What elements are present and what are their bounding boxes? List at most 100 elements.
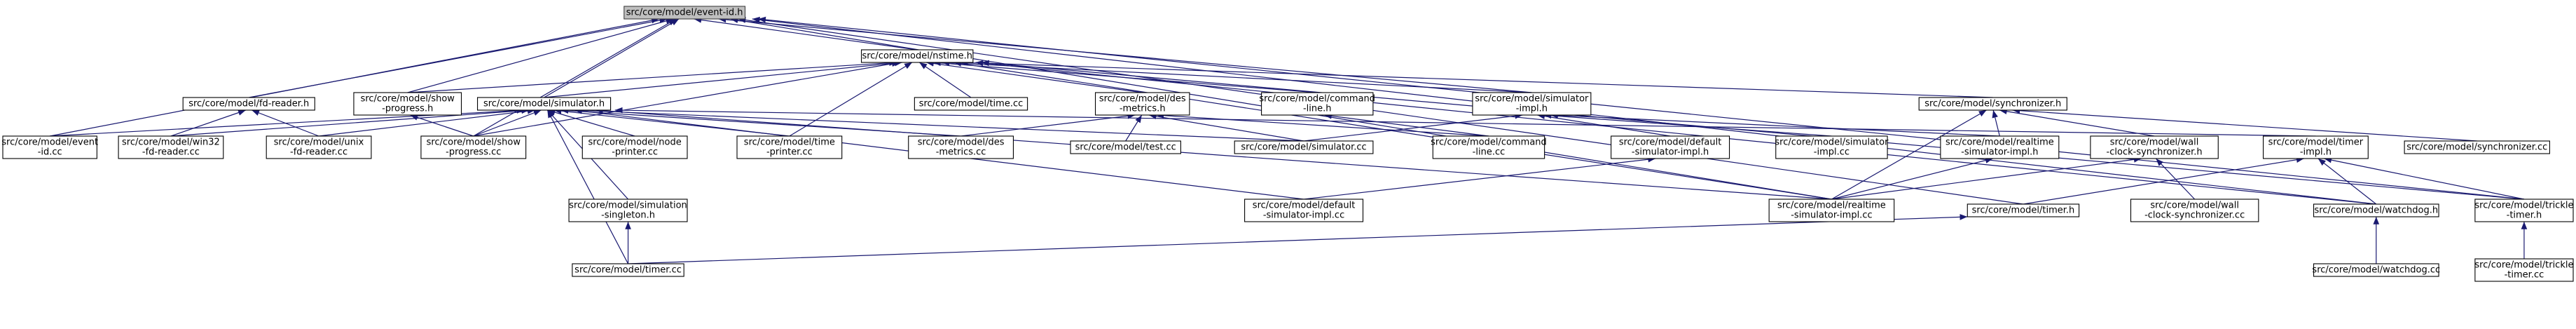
node-simulation-singleton-h[interactable]: src/core/model/simulation-singleton.h bbox=[568, 199, 688, 222]
node-timer-impl-h[interactable]: src/core/model/timer-impl.h bbox=[2263, 135, 2369, 159]
node-box bbox=[266, 135, 372, 159]
node-label: -line.h bbox=[1303, 104, 1332, 114]
node-show-progress-cc[interactable]: src/core/model/show-progress.cc bbox=[420, 135, 527, 159]
node-watchdog-cc[interactable]: src/core/model/watchdog.cc bbox=[2312, 263, 2440, 277]
node-label: src/core/model/simulator.h bbox=[483, 99, 605, 109]
edge-simulator-cc-to-simulator-impl-h bbox=[1303, 112, 1523, 142]
file-nodes: src/core/model/event-id.h src/core/model/… bbox=[1, 6, 2574, 282]
node-command-line-h[interactable]: src/core/model/command-line.h bbox=[1259, 92, 1375, 116]
node-test-cc[interactable]: src/core/model/test.cc bbox=[1070, 140, 1181, 154]
edge-trickle-timer-h-to-nstime-h bbox=[981, 60, 2524, 200]
edge-wall-clock-synchronizer-h-to-synchronizer-h bbox=[1999, 108, 2155, 137]
node-box bbox=[420, 135, 527, 159]
node-box bbox=[2, 135, 97, 159]
node-label: -printer.cc bbox=[612, 147, 658, 158]
node-timer-cc[interactable]: src/core/model/timer.cc bbox=[572, 263, 684, 277]
node-des-metrics-h[interactable]: src/core/model/des-metrics.h bbox=[1094, 92, 1190, 116]
edge-timer-h-to-event-id-h bbox=[738, 17, 2024, 205]
edge-default-simulator-impl-h-to-simulator-impl-h bbox=[1537, 113, 1671, 137]
node-synchronizer-h[interactable]: src/core/model/synchronizer.h bbox=[1918, 97, 2067, 111]
dependency-edges bbox=[50, 16, 2528, 264]
node-box bbox=[1967, 203, 2080, 217]
node-label: src/core/model/show bbox=[427, 137, 521, 148]
node-command-line-cc[interactable]: src/core/model/command-line.cc bbox=[1431, 135, 1547, 159]
node-fd-reader-h[interactable]: src/core/model/fd-reader.h bbox=[182, 97, 315, 111]
node-box bbox=[2404, 140, 2550, 154]
node-box bbox=[2313, 263, 2439, 277]
node-trickle-timer-h[interactable]: src/core/model/trickle-timer.h bbox=[2474, 199, 2574, 222]
edge-simulator-h-to-event-id-h bbox=[544, 18, 680, 98]
node-unix-fd-reader-cc[interactable]: src/core/model/unix-fd-reader.cc bbox=[266, 135, 372, 159]
node-realtime-simulator-impl-cc[interactable]: src/core/model/realtime-simulator-impl.c… bbox=[1768, 199, 1895, 222]
node-simulator-h[interactable]: src/core/model/simulator.h bbox=[477, 97, 612, 111]
node-wall-clock-synchronizer-h[interactable]: src/core/model/wall-clock-synchronizer.h bbox=[2090, 135, 2219, 159]
node-show-progress-h[interactable]: src/core/model/show-progress.h bbox=[353, 92, 462, 116]
node-label: -printer.cc bbox=[766, 147, 813, 158]
node-box bbox=[1768, 199, 1895, 222]
node-label: src/core/model/realtime bbox=[1945, 137, 2054, 148]
node-node-printer-cc[interactable]: src/core/model/node-printer.cc bbox=[581, 135, 688, 159]
node-nstime-h[interactable]: src/core/model/nstime.h bbox=[861, 49, 974, 63]
edge-show-progress-cc-to-event-id-h bbox=[473, 18, 677, 137]
edge-realtime-simulator-impl-h-to-simulator-impl-h bbox=[1550, 112, 2000, 137]
node-label: src/core/model/wall bbox=[2110, 137, 2199, 148]
node-box bbox=[1918, 97, 2067, 111]
edge-trickle-timer-h-to-event-id-h bbox=[758, 16, 2525, 200]
edge-event-id-cc-to-event-id-h bbox=[50, 17, 660, 137]
edge-timer-cc-to-simulator-h bbox=[546, 109, 629, 264]
node-event-id-cc[interactable]: src/core/model/event-id.cc bbox=[1, 135, 98, 159]
node-label: src/core/model/time.cc bbox=[919, 99, 1024, 109]
node-box bbox=[1094, 92, 1190, 116]
node-simulator-impl-cc[interactable]: src/core/model/simulator-impl.cc bbox=[1775, 135, 1889, 159]
edge-show-progress-cc-to-nstime-h bbox=[473, 60, 900, 137]
node-trickle-timer-cc[interactable]: src/core/model/trickle-timer.cc bbox=[2474, 258, 2574, 282]
node-box bbox=[2090, 135, 2219, 159]
node-time-printer-cc[interactable]: src/core/model/time-printer.cc bbox=[736, 135, 843, 159]
node-time-cc[interactable]: src/core/model/time.cc bbox=[914, 97, 1028, 111]
node-label: -fd-reader.cc bbox=[290, 147, 347, 158]
node-label: src/core/model/wall bbox=[2150, 201, 2239, 211]
node-box bbox=[1261, 92, 1374, 116]
node-box bbox=[1070, 140, 1181, 154]
node-label: -timer.h bbox=[2507, 210, 2542, 221]
node-label: -clock-synchronizer.cc bbox=[2144, 210, 2245, 221]
node-wall-clock-synchronizer-cc[interactable]: src/core/model/wall-clock-synchronizer.c… bbox=[2130, 199, 2259, 222]
edge-node-printer-cc-to-simulator-h bbox=[547, 109, 635, 137]
node-default-simulator-impl-cc[interactable]: src/core/model/default-simulator-impl.cc bbox=[1244, 199, 1364, 222]
node-timer-h[interactable]: src/core/model/timer.h bbox=[1967, 203, 2080, 217]
node-win32-fd-reader-cc[interactable]: src/core/model/win32-fd-reader.cc bbox=[118, 135, 224, 159]
edge-nstime-h-to-event-id-h bbox=[694, 17, 918, 51]
node-label: -simulator-impl.h bbox=[1961, 147, 2038, 158]
node-realtime-simulator-impl-h[interactable]: src/core/model/realtime-simulator-impl.h bbox=[1940, 135, 2060, 159]
node-label: -impl.h bbox=[1516, 104, 1548, 114]
node-box bbox=[1472, 92, 1592, 116]
edge-timer-h-to-timer-impl-h bbox=[2023, 156, 2304, 205]
node-simulator-impl-h[interactable]: src/core/model/simulator-impl.h bbox=[1472, 92, 1592, 116]
node-box bbox=[914, 97, 1028, 111]
edge-wall-clock-synchronizer-cc-to-wall-clock-synchronizer-h bbox=[2155, 158, 2196, 200]
node-label: src/core/model/watchdog.cc bbox=[2312, 265, 2440, 276]
node-default-simulator-impl-h[interactable]: src/core/model/default-simulator-impl.h bbox=[1611, 135, 1730, 159]
node-box bbox=[581, 135, 688, 159]
node-des-metrics-cc[interactable]: src/core/model/des-metrics.cc bbox=[908, 135, 1014, 159]
node-watchdog-h[interactable]: src/core/model/watchdog.h bbox=[2313, 203, 2439, 217]
node-label: -line.cc bbox=[1473, 147, 1506, 158]
node-box bbox=[908, 135, 1014, 159]
edge-synchronizer-h-to-nstime-h bbox=[960, 60, 1993, 98]
edge-test-cc-to-des-metrics-h bbox=[1125, 114, 1143, 142]
node-label: src/core/model/unix bbox=[274, 137, 364, 148]
node-label: -simulator-impl.cc bbox=[1791, 210, 1872, 221]
node-event-id-h[interactable]: src/core/model/event-id.h bbox=[624, 6, 746, 20]
edge-show-progress-cc-to-show-progress-h bbox=[410, 114, 474, 137]
node-synchronizer-cc[interactable]: src/core/model/synchronizer.cc bbox=[2404, 140, 2550, 154]
node-label: src/core/model/nstime.h bbox=[862, 51, 972, 62]
edge-show-progress-h-to-event-id-h bbox=[407, 18, 674, 93]
edge-simulator-cc-to-des-metrics-h bbox=[1148, 113, 1304, 142]
node-label: src/core/model/simulator bbox=[1775, 137, 1889, 148]
node-box bbox=[2130, 199, 2259, 222]
node-simulator-cc[interactable]: src/core/model/simulator.cc bbox=[1234, 140, 1374, 154]
node-label: src/core/model/synchronizer.cc bbox=[2406, 142, 2547, 153]
edge-timer-cc-to-timer-h bbox=[628, 214, 1968, 264]
node-label: src/core/model/test.cc bbox=[1075, 142, 1176, 153]
node-label: -metrics.h bbox=[1120, 104, 1166, 114]
